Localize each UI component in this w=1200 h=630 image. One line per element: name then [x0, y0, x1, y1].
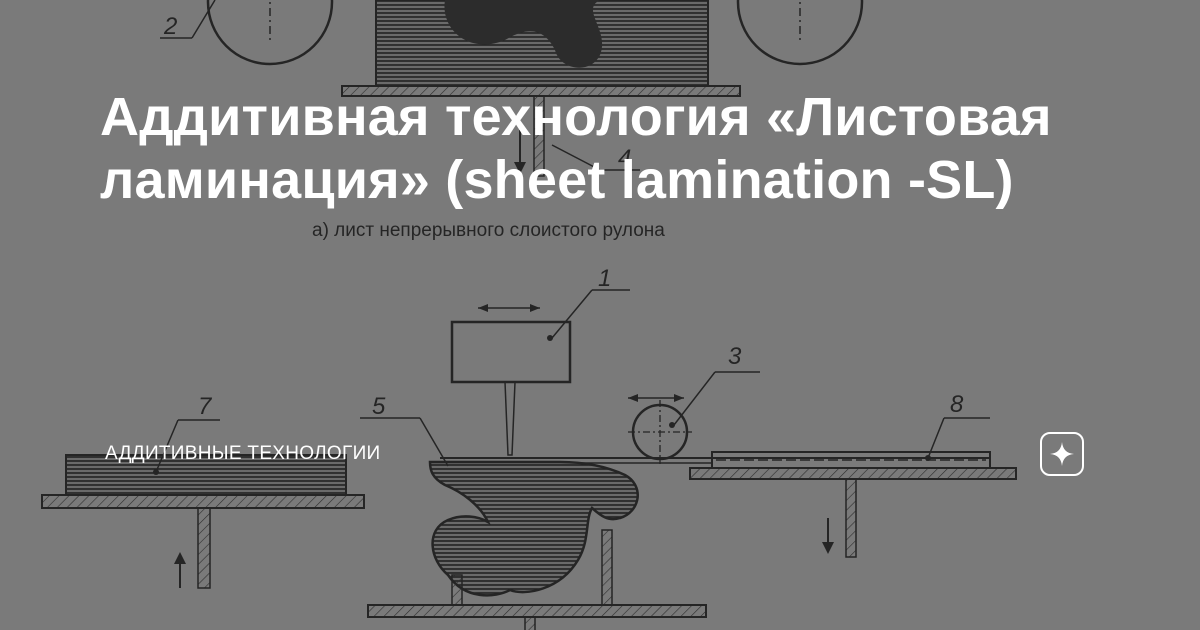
diagram-label-8: 8	[950, 391, 964, 418]
article-title[interactable]: Аддитивная технология «Листовая ламинаци…	[100, 87, 1052, 211]
upper-roll-left	[206, 0, 334, 66]
left-platform	[41, 419, 365, 589]
diagram-label-5: 5	[372, 393, 386, 420]
diagram-caption: а) лист непрерывного слоистого рулона	[312, 220, 665, 241]
diagram-label-1: 1	[598, 265, 611, 292]
channel-name[interactable]: АДДИТИВНЫЕ ТЕХНОЛОГИИ	[105, 443, 381, 464]
diagram-label-4: 4	[618, 145, 631, 172]
laser-head	[450, 289, 630, 456]
sparkle-star-icon	[1040, 432, 1084, 476]
upper-roll-right	[736, 0, 864, 66]
center-build-stack	[360, 417, 707, 630]
right-platform	[689, 417, 1017, 558]
diagram-label-7: 7	[198, 393, 213, 420]
diagram-label-3: 3	[728, 343, 742, 370]
upper-stack	[160, 0, 741, 177]
diagram-label-2: 2	[163, 13, 177, 40]
